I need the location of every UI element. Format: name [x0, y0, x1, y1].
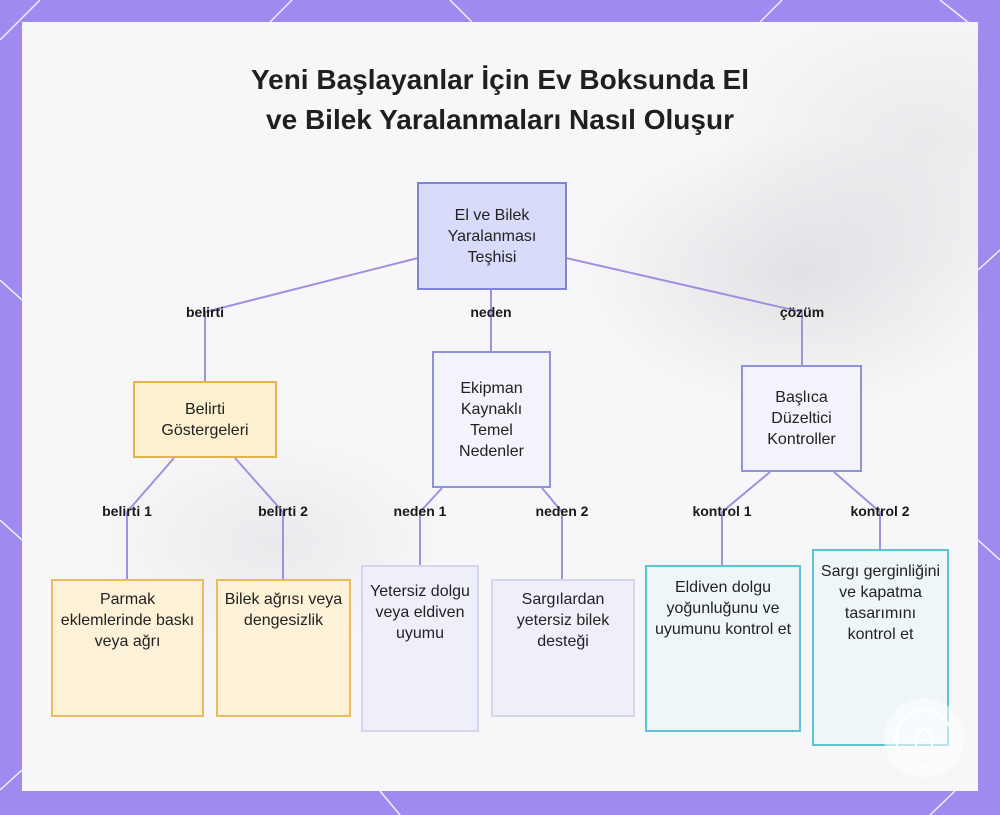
leaf-fix-2-label: Sargı gerginliğini ve kapatma tasarımını…: [820, 559, 941, 645]
root-node: El ve Bilek Yaralanması Teşhisi: [417, 182, 567, 290]
category-symptoms: Belirti Göstergeleri: [133, 381, 277, 458]
category-fixes: Başlıca Düzeltici Kontroller: [741, 365, 862, 472]
category-causes-label: Ekipman Kaynaklı Temel Nedenler: [440, 378, 543, 462]
root-node-label: El ve Bilek Yaralanması Teşhisi: [425, 205, 559, 268]
leaf-fix-1: Eldiven dolgu yoğunluğunu ve uyumunu kon…: [645, 565, 801, 732]
leaf-symptom-2-label: Bilek ağrısı veya dengesizlik: [224, 589, 343, 631]
leaf-cause-1-label: Yetersiz dolgu veya eldiven uyumu: [369, 575, 471, 644]
leaf-symptom-2: Bilek ağrısı veya dengesizlik: [216, 579, 351, 717]
leaf-cause-1: Yetersiz dolgu veya eldiven uyumu: [361, 565, 479, 732]
leaf-symptom-1-label: Parmak eklemlerinde baskı veya ağrı: [59, 589, 196, 652]
category-symptoms-label: Belirti Göstergeleri: [141, 399, 269, 441]
edge-label-cozum: çözüm: [780, 304, 824, 320]
edge-label-belirti: belirti: [186, 304, 224, 320]
leaf-symptom-1: Parmak eklemlerinde baskı veya ağrı: [51, 579, 204, 717]
category-fixes-label: Başlıca Düzeltici Kontroller: [749, 387, 854, 450]
edge-label-belirti-1: belirti 1: [102, 503, 152, 519]
leaf-fix-1-label: Eldiven dolgu yoğunluğunu ve uyumunu kon…: [653, 575, 793, 640]
category-causes: Ekipman Kaynaklı Temel Nedenler: [432, 351, 551, 488]
edge-label-neden-2: neden 2: [536, 503, 589, 519]
edge-label-neden: neden: [470, 304, 511, 320]
logo-icon: [884, 698, 964, 778]
edge-label-neden-1: neden 1: [394, 503, 447, 519]
connector-causes-2: [542, 488, 562, 579]
leaf-cause-2: Sargılardan yetersiz bilek desteği: [491, 579, 635, 717]
edge-label-kontrol-2: kontrol 2: [850, 503, 909, 519]
edge-label-belirti-2: belirti 2: [258, 503, 308, 519]
leaf-cause-2-label: Sargılardan yetersiz bilek desteği: [499, 589, 627, 652]
connector-root-symptoms: [205, 258, 418, 381]
connector-root-fixes: [566, 258, 802, 365]
edge-label-kontrol-1: kontrol 1: [692, 503, 751, 519]
watermark-logo: [884, 698, 964, 778]
connector-causes-1: [420, 488, 442, 565]
